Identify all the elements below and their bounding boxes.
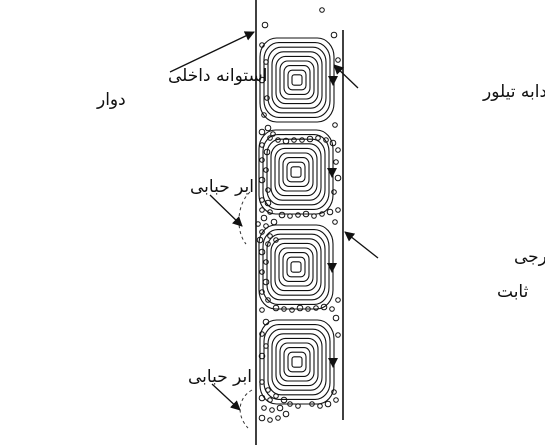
bubble	[263, 279, 269, 285]
bubble	[335, 175, 341, 181]
bubble	[333, 220, 338, 225]
bubble	[265, 125, 271, 131]
bubble	[268, 234, 273, 239]
bubble	[262, 406, 267, 411]
taylor-vortex	[260, 320, 338, 404]
bubble	[276, 416, 281, 421]
bubble	[260, 198, 265, 203]
bubble	[265, 96, 270, 101]
bubble	[273, 305, 279, 311]
bubble	[271, 219, 277, 225]
bubble	[331, 32, 337, 38]
bubble	[266, 188, 271, 193]
label-inner-cylinder-line1: استوانه داخلی	[168, 66, 267, 86]
label-outer-cylinder-line2: ثابت	[497, 282, 529, 302]
bubble	[266, 388, 271, 393]
bubble	[274, 394, 279, 399]
taylor-vortex	[259, 225, 337, 309]
label-taylor-vortex: گردابه تیلور	[482, 81, 545, 102]
bubble	[277, 405, 283, 411]
bubble	[336, 333, 341, 338]
bubble	[292, 138, 297, 143]
bubble	[281, 397, 287, 403]
bubble	[334, 398, 339, 403]
bubble	[260, 208, 265, 213]
bubble	[336, 298, 341, 303]
bubble	[264, 168, 269, 173]
bubble	[259, 129, 265, 135]
label-bubble-cloud-bottom: ابر حبابی	[188, 367, 252, 387]
bubble	[325, 401, 331, 407]
bubble	[279, 212, 285, 218]
bubble	[264, 224, 269, 229]
bubble	[330, 307, 335, 312]
bubble	[333, 123, 338, 128]
bubble	[260, 270, 265, 275]
bubble	[264, 260, 269, 265]
bubble	[314, 306, 319, 311]
bubble	[336, 208, 341, 213]
taylor-vortex	[260, 38, 338, 122]
bubble	[262, 22, 268, 28]
bubble-cloud-outline-bottom	[240, 390, 252, 428]
label-outer-cylinder-line1: استوانه خارجی	[514, 247, 545, 267]
bubble	[296, 213, 301, 218]
bubble	[259, 177, 265, 183]
bubble	[336, 148, 341, 153]
bubble	[290, 308, 295, 313]
arrow-bubble-cloud-top	[210, 195, 242, 226]
bubble	[336, 58, 341, 63]
bubble	[268, 398, 273, 403]
bubble	[283, 411, 289, 417]
bubble	[260, 158, 265, 163]
label-inner-cylinder-line2: دوار	[96, 90, 126, 110]
bubble	[268, 418, 273, 423]
bubble	[259, 415, 265, 421]
label-bubble-cloud-top: ابر حبابی	[190, 177, 254, 197]
bubble	[327, 209, 333, 215]
bubble	[320, 8, 325, 13]
bubble	[260, 308, 265, 313]
taylor-vortices	[259, 38, 338, 404]
arrow-outer-cylinder	[345, 232, 378, 258]
bubble	[261, 215, 267, 221]
bubble	[332, 190, 337, 195]
bubble	[318, 404, 323, 409]
bubble	[300, 138, 305, 143]
bubble	[334, 160, 339, 165]
bubble	[333, 315, 339, 321]
bubble	[297, 305, 303, 311]
bubble	[270, 408, 275, 413]
arrow-bubble-cloud-bottom	[212, 384, 240, 410]
bubble	[316, 136, 321, 141]
bubble-cloud-outline-top	[239, 192, 250, 244]
bubble	[259, 249, 265, 255]
